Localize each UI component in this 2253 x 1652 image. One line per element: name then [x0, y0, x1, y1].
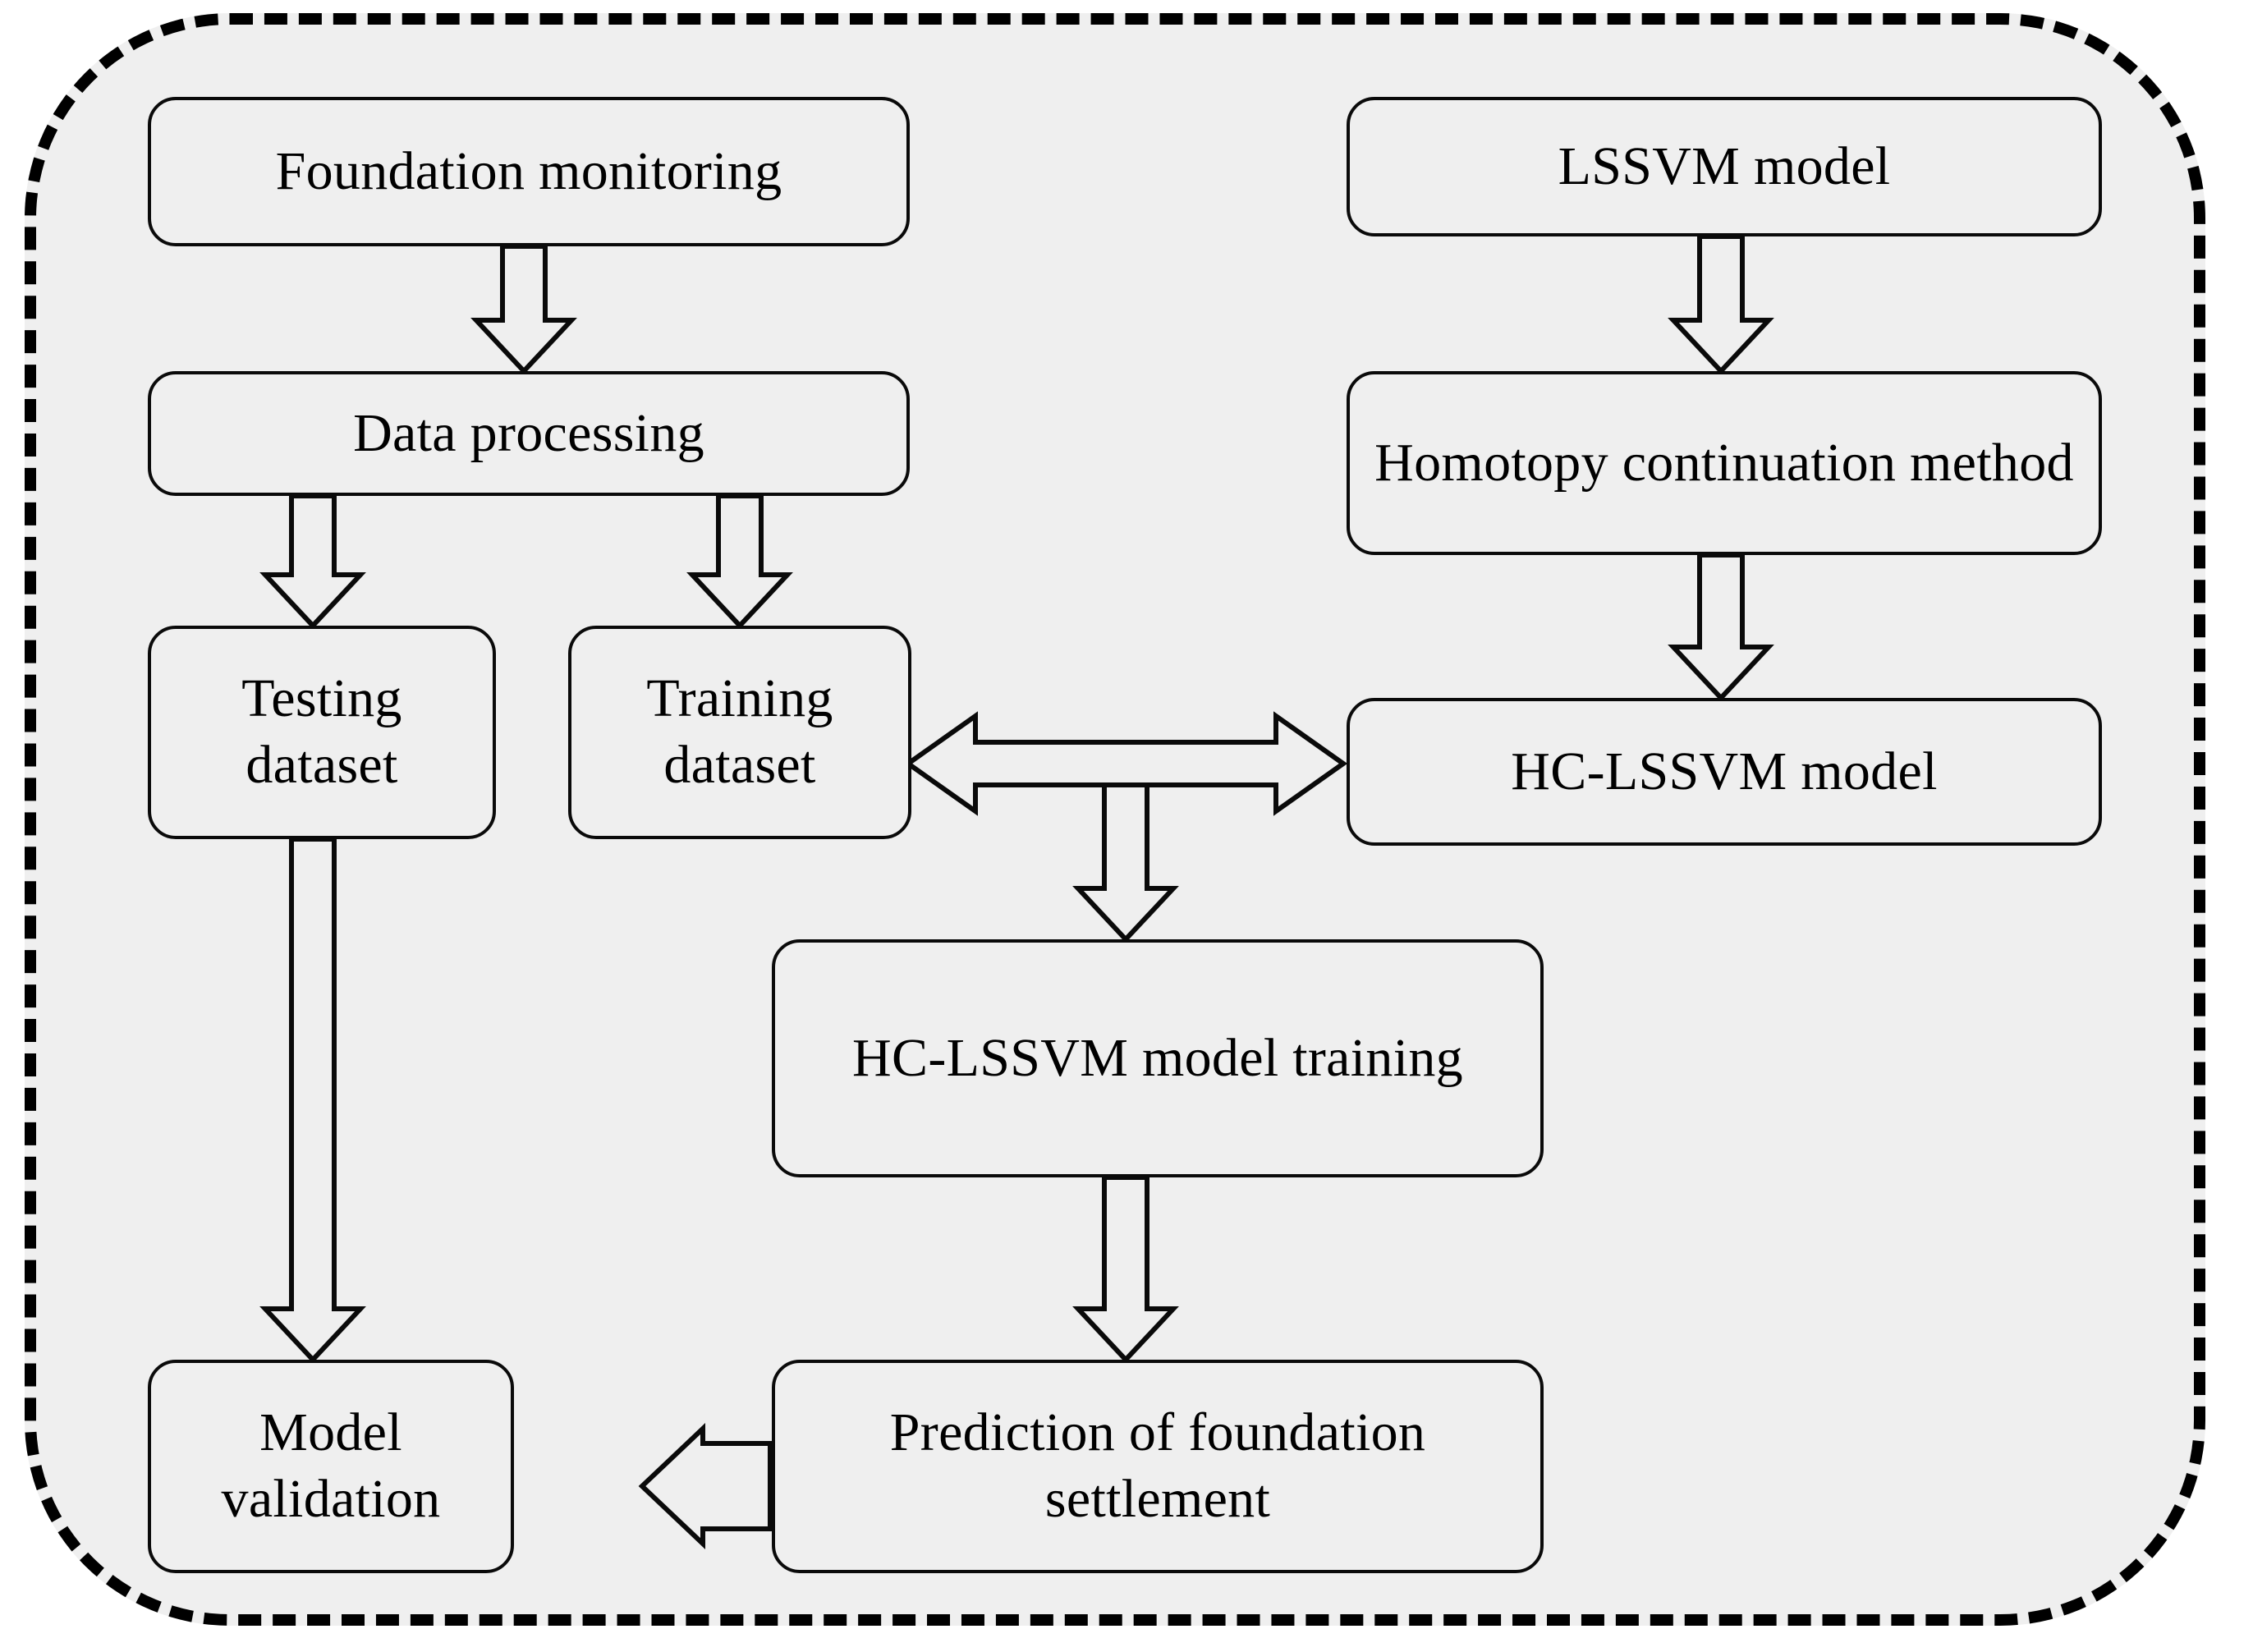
node-data-processing[interactable]: Data processing — [148, 371, 910, 496]
node-label: LSSVM model — [1558, 135, 1891, 196]
node-label: Data processing — [353, 402, 704, 463]
node-model-validation[interactable]: Model validation — [148, 1360, 514, 1573]
node-prediction-of-foundation-settlement[interactable]: Prediction of foundation settlement — [772, 1360, 1544, 1573]
node-label: Prediction of foundation settlement — [889, 1402, 1426, 1529]
node-hc-lssvm-model[interactable]: HC-LSSVM model — [1347, 698, 2102, 846]
node-label: Training dataset — [646, 668, 833, 795]
node-foundation-monitoring[interactable]: Foundation monitoring — [148, 97, 910, 246]
node-label: Testing dataset — [241, 668, 402, 795]
node-label: HC-LSSVM model — [1511, 741, 1938, 801]
node-training-dataset[interactable]: Training dataset — [568, 626, 911, 839]
node-label: Model validation — [221, 1402, 441, 1529]
node-homotopy-continuation-method[interactable]: Homotopy continuation method — [1347, 371, 2102, 555]
node-lssvm-model[interactable]: LSSVM model — [1347, 97, 2102, 236]
node-testing-dataset[interactable]: Testing dataset — [148, 626, 496, 839]
node-hc-lssvm-model-training[interactable]: HC-LSSVM model training — [772, 939, 1544, 1177]
node-label: Homotopy continuation method — [1374, 432, 2074, 493]
node-label: HC-LSSVM model training — [852, 1027, 1463, 1088]
node-label: Foundation monitoring — [275, 140, 782, 201]
